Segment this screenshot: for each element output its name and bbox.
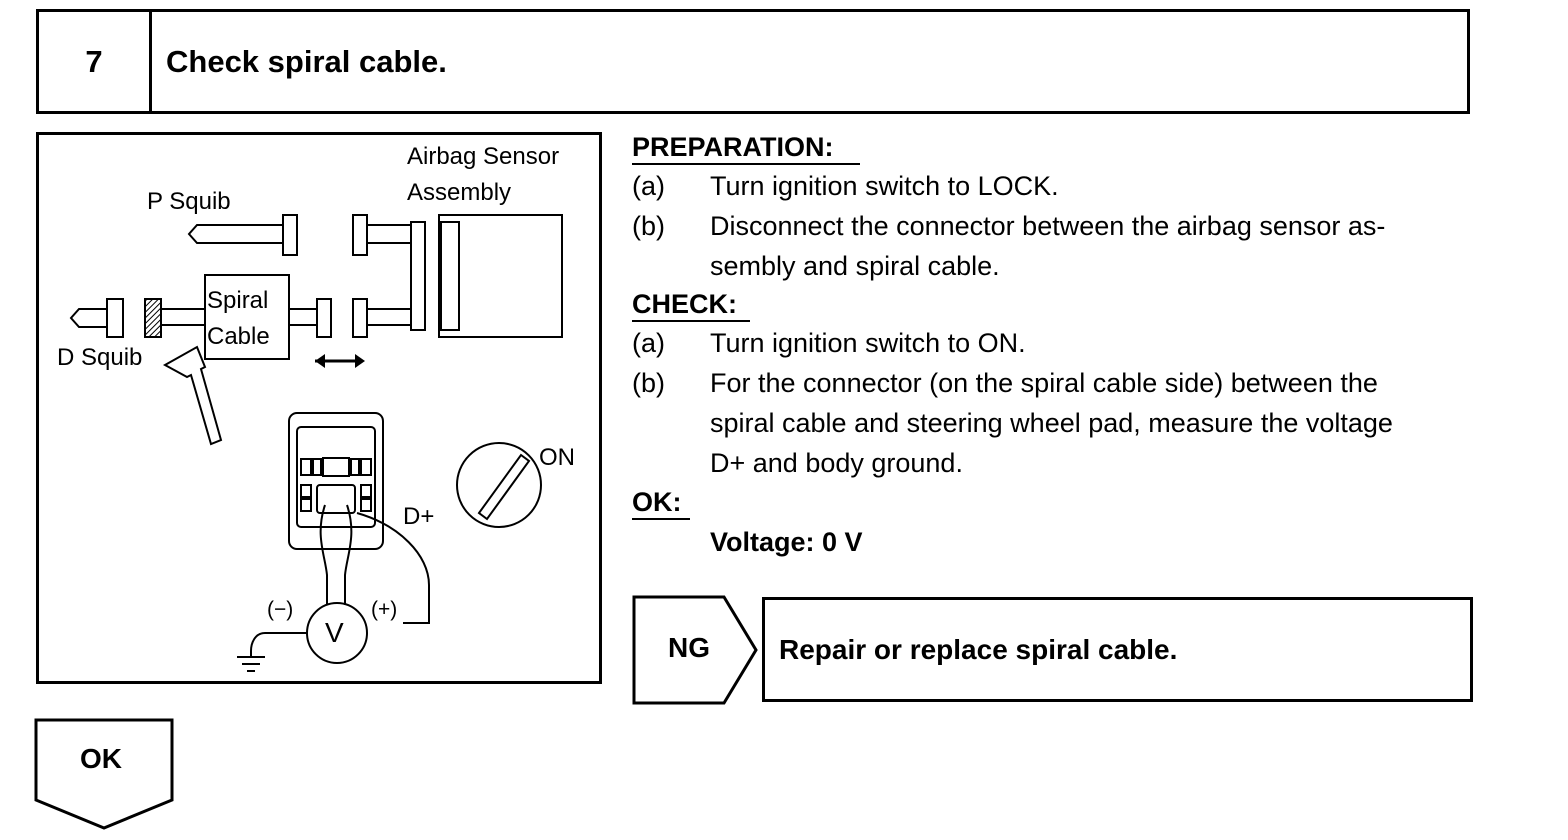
arrow-right-head [355,354,365,368]
d-squib-connector-shaded [144,298,162,338]
ok-arrow-box [34,718,174,830]
lower-connector-right-wire [367,308,411,326]
test-lead-negative [319,504,328,605]
lead-from-d-plus [356,512,430,624]
spiral-to-connector-wire [289,308,317,326]
connector-latch [322,457,350,477]
direction-arrow-icon [162,345,223,446]
d-squib-wire [69,308,107,328]
label-cable: Cable [207,323,270,350]
label-plus: (+) [371,598,398,621]
ng-label: NG [668,632,710,663]
preparation-heading: PREPARATION: [632,132,834,162]
label-airbag-sensor-1: Airbag Sensor [407,143,560,170]
check-a-text: Turn ignition switch to ON. [710,328,1026,358]
ok-heading: OK: [632,487,682,517]
upper-connector-right [352,214,368,256]
prep-b-text-2: sembly and spiral cable. [710,251,1000,281]
check-b-mark: (b) [632,368,665,398]
spiral-cable-box [204,274,290,360]
ground-symbol-icon [237,656,265,672]
ng-arrow-box [632,595,758,705]
prep-b-mark: (b) [632,211,665,241]
p-squib-wire [187,224,283,244]
airbag-sensor-body [438,214,563,338]
test-lead-positive [344,504,353,605]
check-heading: CHECK: [632,289,737,319]
lower-connector-right [352,298,368,338]
preparation-underline [632,163,860,165]
check-b-text-2: spiral cable and steering wheel pad, mea… [710,408,1393,438]
voltmeter-negative-wire [250,632,307,657]
label-airbag-sensor-2: Assembly [407,179,512,206]
step-number: 7 [39,12,152,111]
check-b-text-1: For the connector (on the spiral cable s… [710,368,1378,398]
wiring-diagram: Airbag Sensor Assembly P Squib Spiral Ca… [36,132,602,684]
lower-connector-left [316,298,332,338]
spiral-to-squib-wire [161,308,205,326]
check-b-text-3: D+ and body ground. [710,448,963,478]
label-d-squib: D Squib [57,344,143,371]
prep-a-text: Turn ignition switch to LOCK. [710,171,1059,201]
label-p-squib: P Squib [147,188,231,215]
label-spiral: Spiral [207,287,269,314]
ok-underline [632,518,690,520]
label-d-plus: D+ [403,503,435,530]
airbag-sensor-connector-inner [440,221,460,331]
connector-face [288,412,384,550]
label-minus: (−) [267,598,294,621]
label-on: ON [539,444,575,471]
ok-branch-label: OK [80,743,122,774]
airbag-sensor-connector [410,221,426,331]
ok-voltage: Voltage: 0 V [710,527,863,557]
upper-connector-right-wire [367,224,411,244]
check-underline [632,320,750,322]
voltmeter-letter: V [325,617,344,648]
prep-b-text-1: Disconnect the connector between the air… [710,211,1386,241]
upper-connector-left [282,214,298,256]
ng-action: Repair or replace spiral cable. [762,597,1473,702]
ignition-key-slot [477,453,531,521]
prep-a-mark: (a) [632,171,665,201]
diagram-drawing [69,214,563,672]
check-a-mark: (a) [632,328,665,358]
connector-face-inner [296,426,376,528]
step-header: 7 Check spiral cable. [36,9,1470,114]
ignition-switch-icon [456,442,542,528]
step-title: Check spiral cable. [166,43,447,79]
arrow-left-head [315,354,325,368]
d-squib-connector [106,298,124,338]
